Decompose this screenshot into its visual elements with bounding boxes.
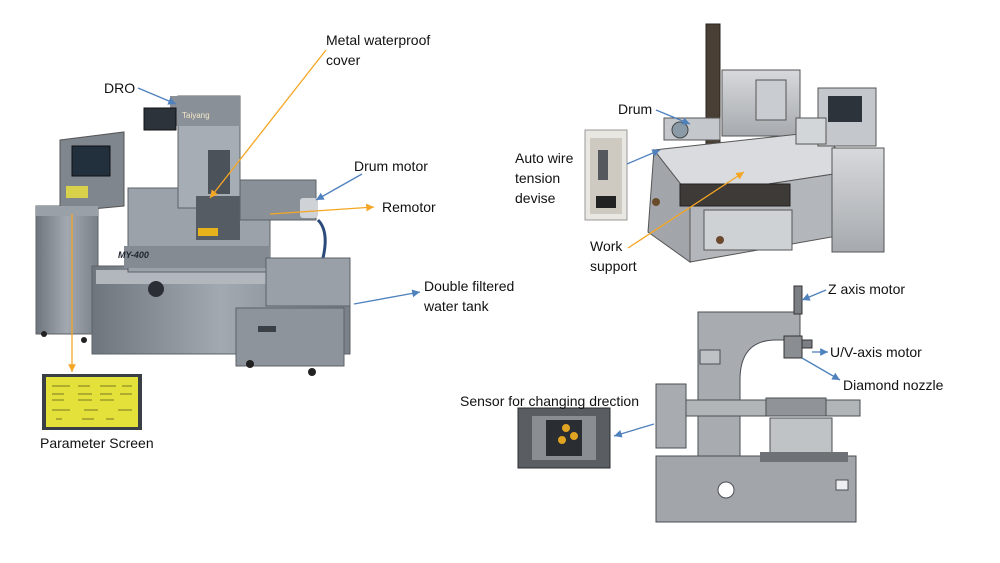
label-double-filtered-water-tank: Double filtered water tank [424,278,515,314]
label-drum: Drum [618,101,653,117]
parameter-screen-thumbnail [42,374,142,430]
label-metal-waterproof-cover: Metal waterproof cover [326,32,431,68]
label-uv-axis-motor: U/V-axis motor [830,344,922,360]
control-monitor [71,145,111,177]
label-diamond-nozzle: Diamond nozzle [843,377,944,393]
label-remotor: Remotor [382,199,436,215]
label-work-support: Work support [590,238,637,274]
cad-side-view [655,285,861,523]
machine-badge: MY-400 [118,250,149,260]
label-z-axis-motor: Z axis motor [828,281,906,297]
label-drum-motor: Drum motor [354,158,428,174]
label-parameter-screen: Parameter Screen [40,435,154,451]
label-auto-wire-tension-devise: Auto wire tension devise [515,150,574,206]
control-panel-display [66,186,88,198]
label-dro: DRO [104,80,136,96]
auto-wire-tension-photo [584,129,628,221]
callout-arrows [68,49,841,438]
label-sensor-for-changing-drection: Sensor for changing drection [460,393,639,409]
machine-3d-render [647,23,885,263]
edm-machine-photo [35,95,351,376]
dro-display [143,107,177,131]
brand-logo: Taiyang [182,111,210,120]
sensor-photo [517,407,611,469]
